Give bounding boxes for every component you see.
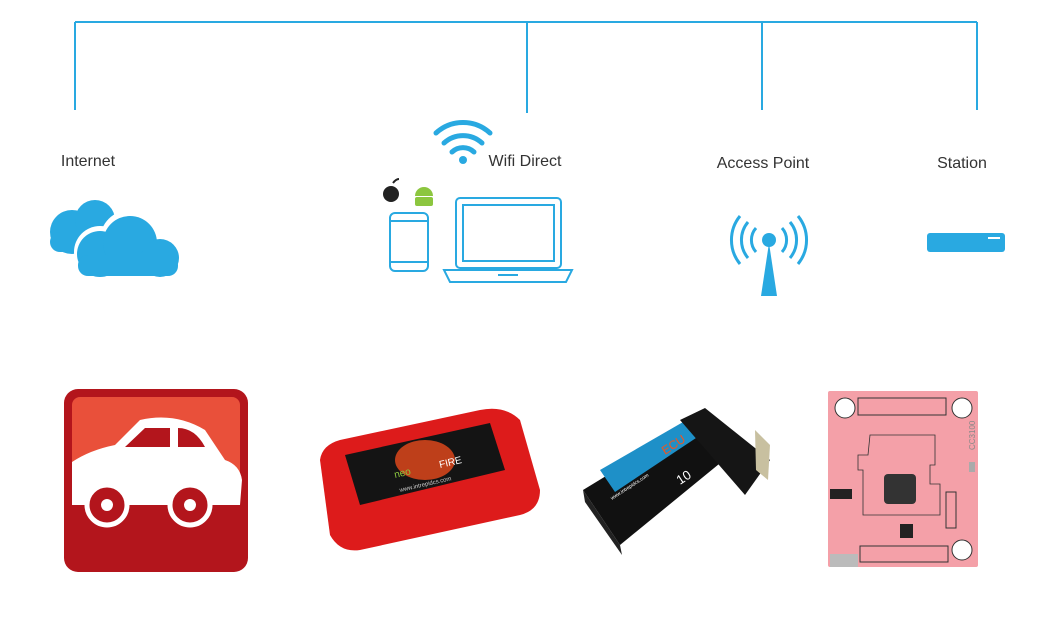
connector-lines	[74, 21, 978, 113]
station-label: Station	[937, 155, 987, 172]
phone-icon	[389, 212, 429, 272]
android-icon	[415, 187, 433, 206]
cloud-icon	[50, 200, 182, 280]
wifi-direct-label: Wifi Direct	[488, 153, 562, 170]
laptop-icon	[442, 197, 574, 283]
cc3100-label: CC3100	[968, 420, 977, 450]
access-point-label: Access Point	[716, 155, 810, 172]
neovi-brand: neo	[393, 466, 412, 481]
wifi-icon	[433, 120, 493, 164]
internet-label: Internet	[60, 153, 116, 170]
station-icon	[927, 233, 1005, 252]
cc3100-board: CC3100	[828, 391, 978, 567]
neovi-fire-device: neo FIRE www.intrepidcs.com	[320, 408, 540, 551]
neoecu-number: 10	[673, 467, 693, 487]
car-app-icon	[64, 389, 248, 572]
antenna-icon	[730, 215, 808, 296]
neoecu-device: ECU 10 www.intrepidcs.com	[583, 408, 770, 555]
neovi-model: FIRE	[438, 455, 463, 471]
apple-icon	[383, 178, 400, 202]
